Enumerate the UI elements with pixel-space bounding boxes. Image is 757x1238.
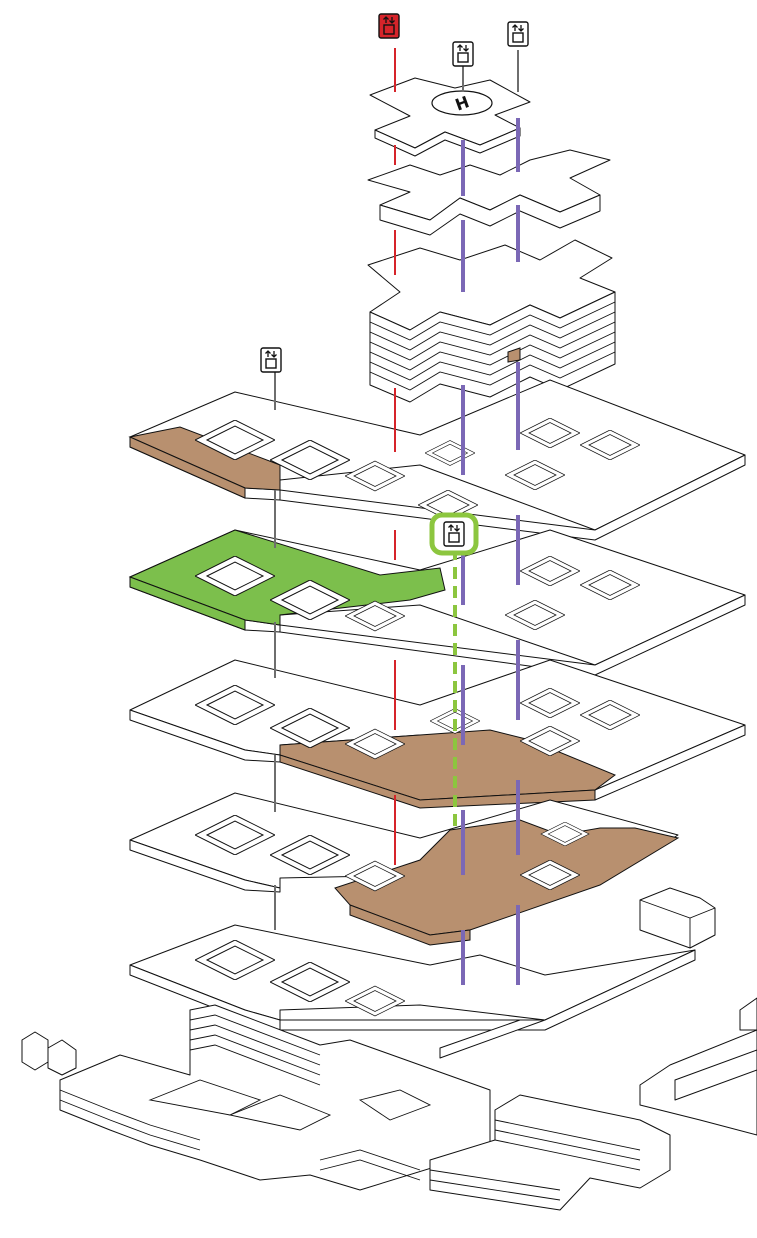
context-houses-left [21,1031,77,1076]
helipad-label: H [453,92,472,114]
podium-floor-1 [128,379,746,541]
podium-floor-3 [129,659,746,809]
elevator-icon [452,41,474,92]
grey-core-line [274,50,519,930]
podium-floor-4 [129,792,680,946]
tower-stack-floors [367,239,616,403]
elevator-icon-green [429,512,479,556]
podium-floor-2 [128,529,746,676]
elevator-icon [260,347,282,373]
context-existing-buildings-right [639,997,757,1136]
elevator-icon [507,21,529,47]
podium-floor-5 [129,924,696,1059]
context-existing-buildings-left [59,1004,491,1191]
helipad: H [431,90,493,116]
small-house-right [639,887,716,949]
context-existing-buildings-center [429,1094,671,1211]
elevator-icon-red [378,13,400,39]
tower-upper-cross [367,149,611,236]
